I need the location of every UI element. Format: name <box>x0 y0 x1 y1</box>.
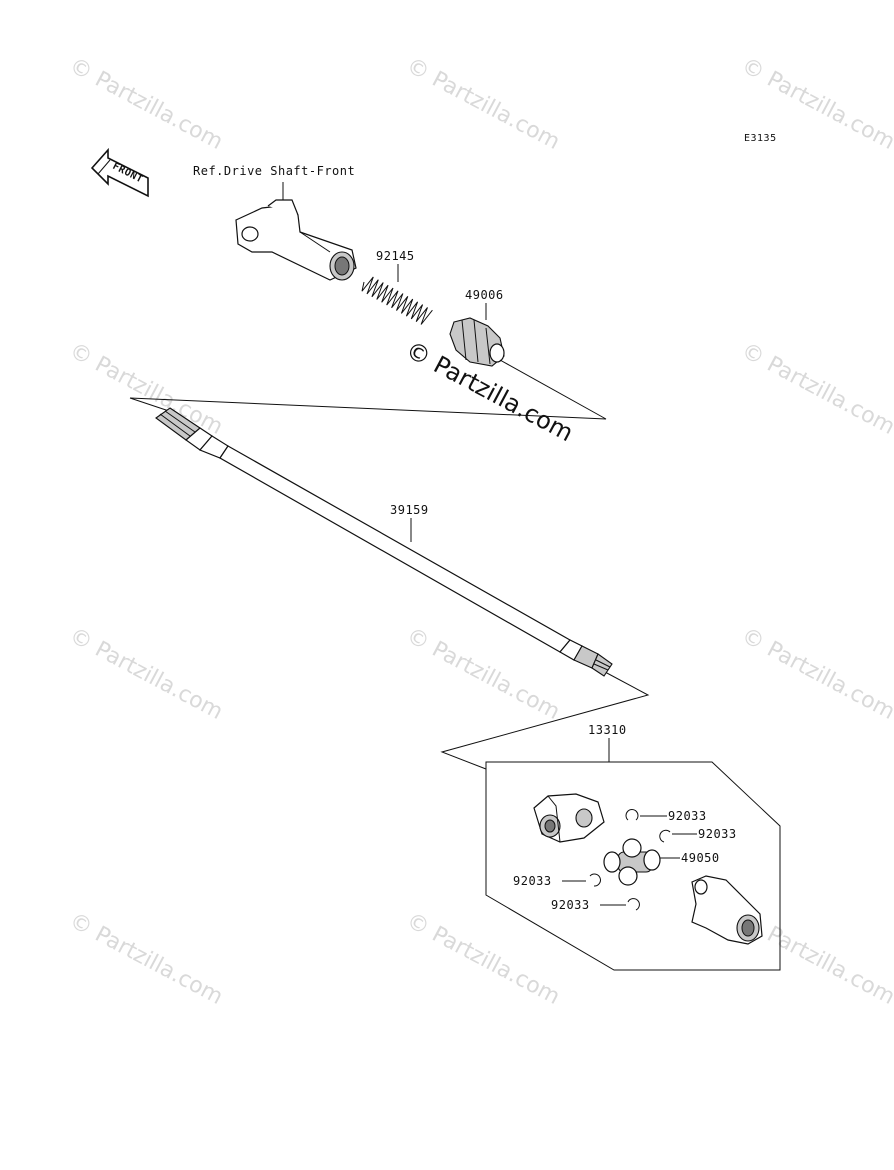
part-label-clip-a: 92033 <box>668 809 707 823</box>
circlip-b-part <box>659 829 671 843</box>
watermark: © Partzilla.com <box>737 338 894 440</box>
assembly-guide-lower <box>440 671 650 770</box>
circlip-c-part <box>589 873 601 887</box>
boot-part <box>449 317 505 367</box>
watermark-layer: © Partzilla.com © Partzilla.com © Partzi… <box>65 53 894 1010</box>
joint-yoke-left-part <box>533 793 605 843</box>
part-label-shaft: 39159 <box>390 503 429 517</box>
watermark: © Partzilla.com <box>65 623 227 725</box>
diagram-code: E3135 <box>744 133 777 144</box>
cross-joint-part <box>603 838 661 886</box>
part-label-spring: 92145 <box>376 249 415 263</box>
part-label-joint-assy: 13310 <box>588 723 627 737</box>
drive-shaft-part <box>155 407 613 677</box>
part-label-clip-c: 92033 <box>513 874 552 888</box>
front-yoke-part <box>235 199 357 281</box>
circlip-d-part <box>627 898 640 911</box>
circlip-a-part <box>625 809 639 821</box>
part-label-boot: 49006 <box>465 288 504 302</box>
part-label-cross: 49050 <box>681 851 720 865</box>
ref-drive-shaft-label: Ref.Drive Shaft-Front <box>193 164 355 178</box>
watermark: © Partzilla.com <box>65 908 227 1010</box>
watermark: © Partzilla.com <box>402 53 564 155</box>
watermark: © Partzilla.com <box>65 53 227 155</box>
front-arrow-icon: FRONT <box>90 147 149 198</box>
part-label-clip-d: 92033 <box>551 898 590 912</box>
spring-part <box>361 276 433 325</box>
watermark: © Partzilla.com <box>737 623 894 725</box>
watermark: © Partzilla.com <box>402 908 564 1010</box>
joint-yoke-right-part <box>691 875 763 945</box>
watermark: © Partzilla.com <box>65 338 227 440</box>
joint-assembly-box <box>485 761 781 971</box>
part-label-clip-b: 92033 <box>698 827 737 841</box>
assembly-guide-upper <box>129 359 607 420</box>
